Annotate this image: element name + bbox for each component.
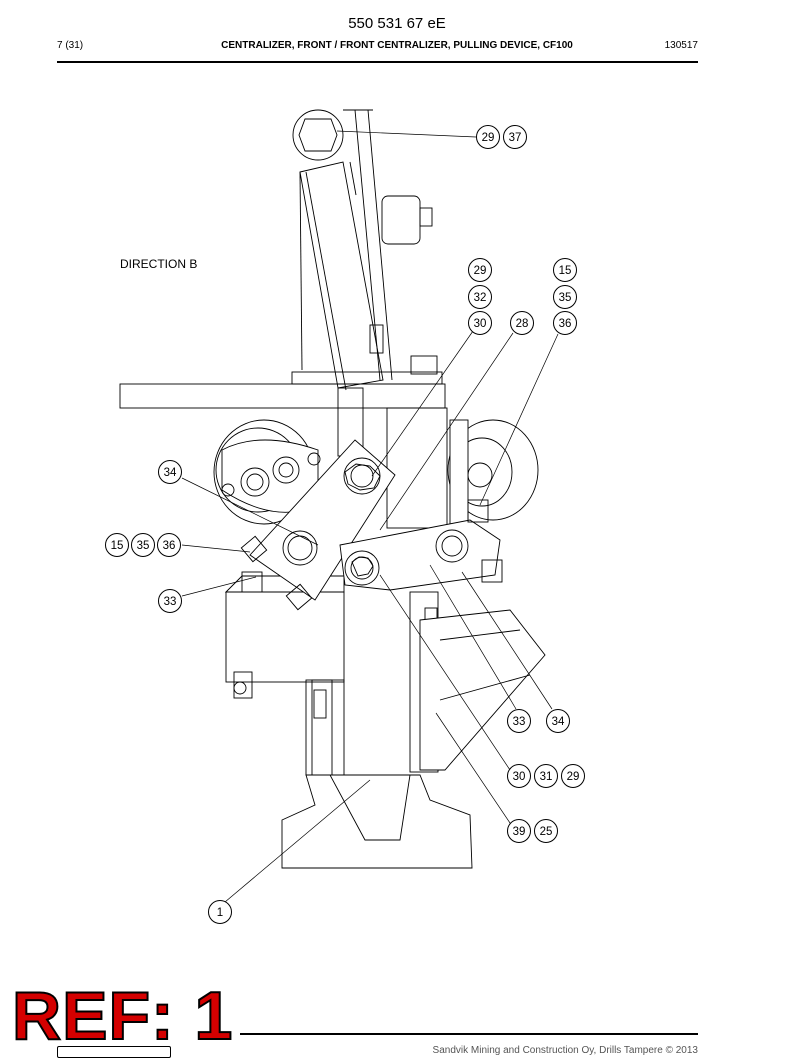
copyright-text: Sandvik Mining and Construction Oy, Dril… [432,1045,698,1056]
base-foot [281,774,473,869]
callout-34: 34 [546,709,570,733]
document-title: CENTRALIZER, FRONT / FRONT CENTRALIZER, … [221,40,573,51]
callout-34: 34 [158,460,182,484]
ref-stamp: REF: 1 [11,978,234,1054]
document-date: 130517 [664,40,698,51]
arms [240,439,503,611]
callout-30: 30 [507,764,531,788]
callout-35: 35 [553,285,577,309]
cylinder-assembly [119,109,446,457]
callout-31: 31 [534,764,558,788]
callout-39: 39 [507,819,531,843]
right-wheel [447,419,539,531]
callout-15: 15 [553,258,577,282]
callout-29: 29 [468,258,492,282]
sandvik-logo [57,1046,171,1058]
callout-1: 1 [208,900,232,924]
callout-37: 37 [503,125,527,149]
callout-33: 33 [507,709,531,733]
header-rule [57,61,698,63]
callout-15: 15 [105,533,129,557]
callout-33: 33 [158,589,182,613]
callout-32: 32 [468,285,492,309]
callout-25: 25 [534,819,558,843]
callout-29: 29 [561,764,585,788]
view-label: DIRECTION B [120,257,198,271]
left-wheel [213,419,321,525]
document-number: 550 531 67 eE [348,15,446,32]
leader-lines [181,130,559,903]
callout-29: 29 [476,125,500,149]
callout-35: 35 [131,533,155,557]
page-count: 7 (31) [57,40,84,51]
callout-28: 28 [510,311,534,335]
callout-36: 36 [553,311,577,335]
callout-36: 36 [157,533,181,557]
callout-30: 30 [468,311,492,335]
footer-rule [240,1033,698,1035]
